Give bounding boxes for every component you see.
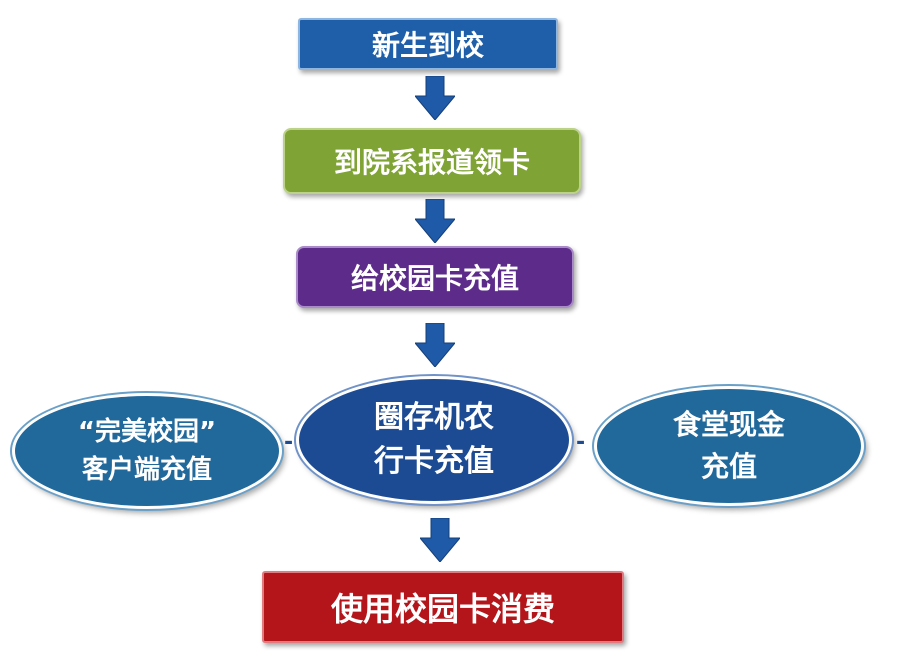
option-app-recharge: “完美校园” 客户端充值 xyxy=(12,393,282,509)
step-card-spending-label: 使用校园卡消费 xyxy=(330,590,555,628)
option-kiosk-bank-recharge-line1: 圈存机农 xyxy=(374,400,494,435)
connector-dash-left: - xyxy=(284,430,294,455)
arrow-down-icon xyxy=(415,323,455,367)
step-department-card-pickup-label: 到院系报道领卡 xyxy=(333,146,530,179)
step-card-recharge-label: 给校园卡充值 xyxy=(350,262,519,295)
connector-dash-right: - xyxy=(576,430,586,455)
step-card-spending: 使用校园卡消费 xyxy=(262,571,624,643)
arrow-down-icon xyxy=(415,76,455,120)
option-canteen-cash-recharge-line2: 充值 xyxy=(700,450,757,483)
arrow-down-icon xyxy=(420,518,460,562)
step-department-card-pickup: 到院系报道领卡 xyxy=(283,128,581,194)
step-new-student-arrival: 新生到校 xyxy=(298,18,558,70)
option-app-recharge-line2: 客户端充值 xyxy=(81,455,212,485)
step-new-student-arrival-label: 新生到校 xyxy=(371,29,484,62)
option-canteen-cash-recharge: 食堂现金 充值 xyxy=(594,386,864,506)
option-kiosk-bank-recharge-line2: 行卡充值 xyxy=(374,444,494,479)
option-app-recharge-line1: “完美校园” xyxy=(77,417,217,447)
arrow-down-icon xyxy=(415,199,455,243)
option-canteen-cash-recharge-line1: 食堂现金 xyxy=(672,408,785,441)
step-card-recharge: 给校园卡充值 xyxy=(296,246,574,308)
option-kiosk-bank-recharge: 圈存机农 行卡充值 xyxy=(296,376,572,504)
